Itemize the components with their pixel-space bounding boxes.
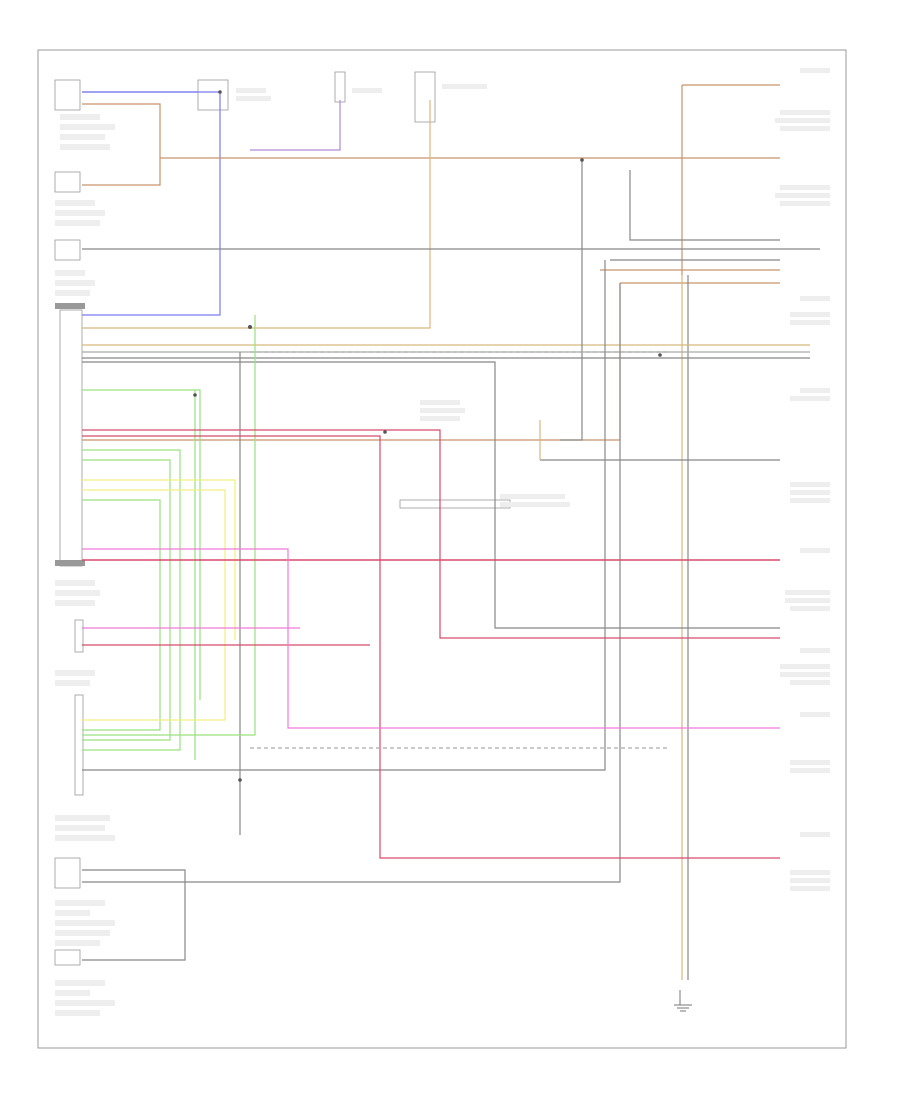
wire-red — [82, 429, 780, 639]
wire-pink — [82, 548, 780, 729]
junction-dots — [193, 90, 662, 782]
wire-brown-main — [82, 103, 161, 186]
ecu-connector — [55, 303, 85, 567]
connector-lower-left — [55, 580, 100, 653]
top-connector-c — [414, 71, 487, 123]
diagram-border — [37, 49, 847, 1049]
top-connector-b — [334, 71, 382, 103]
right-labels — [775, 68, 830, 891]
ground-icon — [674, 990, 692, 1012]
top-connector-a — [197, 79, 271, 111]
sensor-top-left — [54, 79, 115, 150]
sensor-bottom-2 — [54, 949, 115, 1016]
center-connector — [399, 400, 570, 509]
wires — [82, 84, 820, 980]
wire-green — [82, 389, 201, 700]
sensor-third — [54, 239, 95, 296]
connector-ecm-pins — [55, 670, 115, 841]
sensor-second — [54, 171, 105, 226]
wire-yellow — [82, 479, 236, 640]
sensor-bottom-1 — [54, 857, 115, 946]
